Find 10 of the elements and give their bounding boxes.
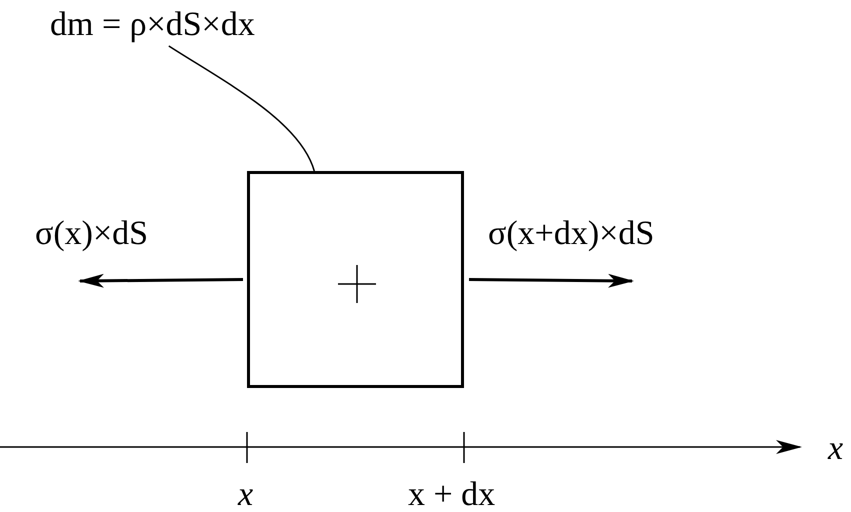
tick-label: x + dx [408, 478, 496, 512]
formula-label: dm = ρ×dS×dx [50, 8, 255, 42]
force-label: σ(x+dx)×dS [488, 217, 654, 251]
axis-label: x [828, 432, 844, 466]
element-box [247, 171, 464, 388]
tick-label: x [238, 478, 254, 512]
force-label: σ(x)×dS [35, 217, 148, 251]
force-arrow [78, 274, 244, 288]
force-arrow [468, 274, 634, 288]
leader-line [168, 45, 315, 172]
